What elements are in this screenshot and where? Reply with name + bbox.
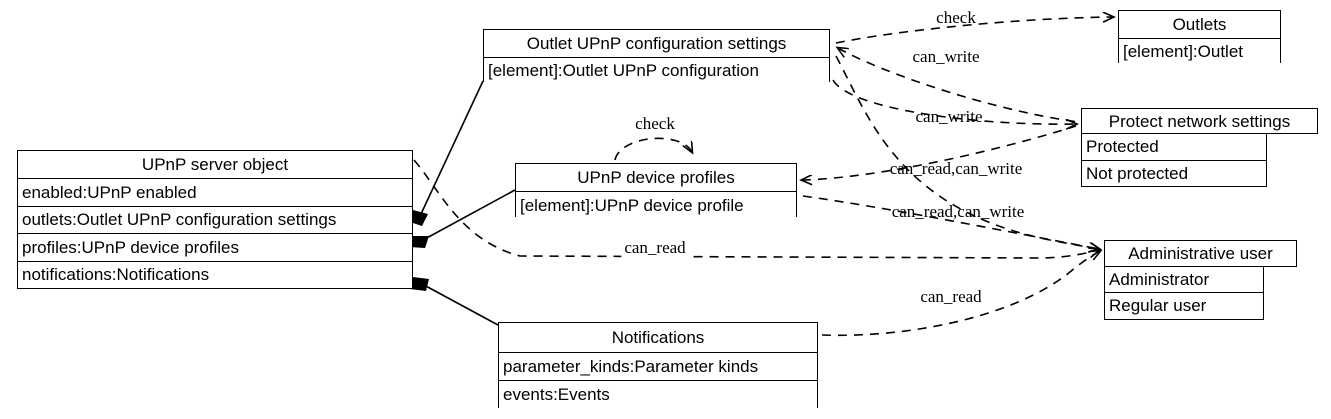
node-title: Outlets [1119,11,1280,38]
edge-composition-outlets [407,80,484,226]
node-title: Outlet UPnP configuration settings [484,30,829,57]
node-title: UPnP server object [18,151,412,179]
edge-label-can-write-upper: can_write [912,47,980,66]
node-notifications[interactable]: Notifications parameter_kinds:Parameter … [498,322,818,409]
edge-label-can-write-protect: can_write [915,107,983,126]
node-attribute: outlets:Outlet UPnP configuration settin… [18,205,412,234]
node-attribute: [element]:Outlet [1119,37,1280,64]
node-title: Notifications [499,323,817,352]
node-attribute: [element]:UPnP device profile [516,191,796,218]
node-enum-value: Not protected [1081,160,1267,187]
node-title: UPnP device profiles [516,164,796,191]
node-title: Administrative user [1104,240,1297,267]
edge-label-can-read-notifications: can_read [920,287,982,306]
edge-composition-notifications [410,277,499,326]
node-administrative-user[interactable]: Administrative user Administrator Regula… [1104,240,1297,320]
node-attribute: notifications:Notifications [18,260,412,288]
edge-label-check-outlets: check [936,8,976,27]
edge-label-can-read-can-write-admin: can_read,can_write [891,202,1025,221]
node-attribute: profiles:UPnP device profiles [18,233,412,261]
node-upnp-server-object[interactable]: UPnP server object enabled:UPnP enabled … [17,150,413,289]
node-upnp-device-profiles[interactable]: UPnP device profiles [element]:UPnP devi… [515,163,797,218]
edge-label-can-read-server: can_read [621,238,689,258]
node-outlets[interactable]: Outlets [element]:Outlet [1118,10,1281,64]
node-attribute: enabled:UPnP enabled [18,178,412,206]
node-attribute: events:Events [499,380,817,409]
node-enum-value: Administrator [1104,266,1264,294]
node-attribute: [element]:Outlet UPnP configuration [484,56,829,83]
node-outlet-upnp-configuration-settings[interactable]: Outlet UPnP configuration settings [elem… [483,29,830,83]
edge-label-check-self-profiles: check [635,114,675,133]
node-enum-value: Protected [1081,134,1267,161]
edge-composition-profiles [409,189,516,248]
node-enum-value: Regular user [1104,293,1264,320]
node-title: Protect network settings [1081,108,1318,135]
node-protect-network-settings[interactable]: Protect network settings Protected Not p… [1081,108,1318,187]
edge-check-self-profiles [614,137,692,161]
node-attribute: parameter_kinds:Parameter kinds [499,351,817,381]
edge-label-can-read-can-write-protect: can_read,can_write [889,159,1023,178]
